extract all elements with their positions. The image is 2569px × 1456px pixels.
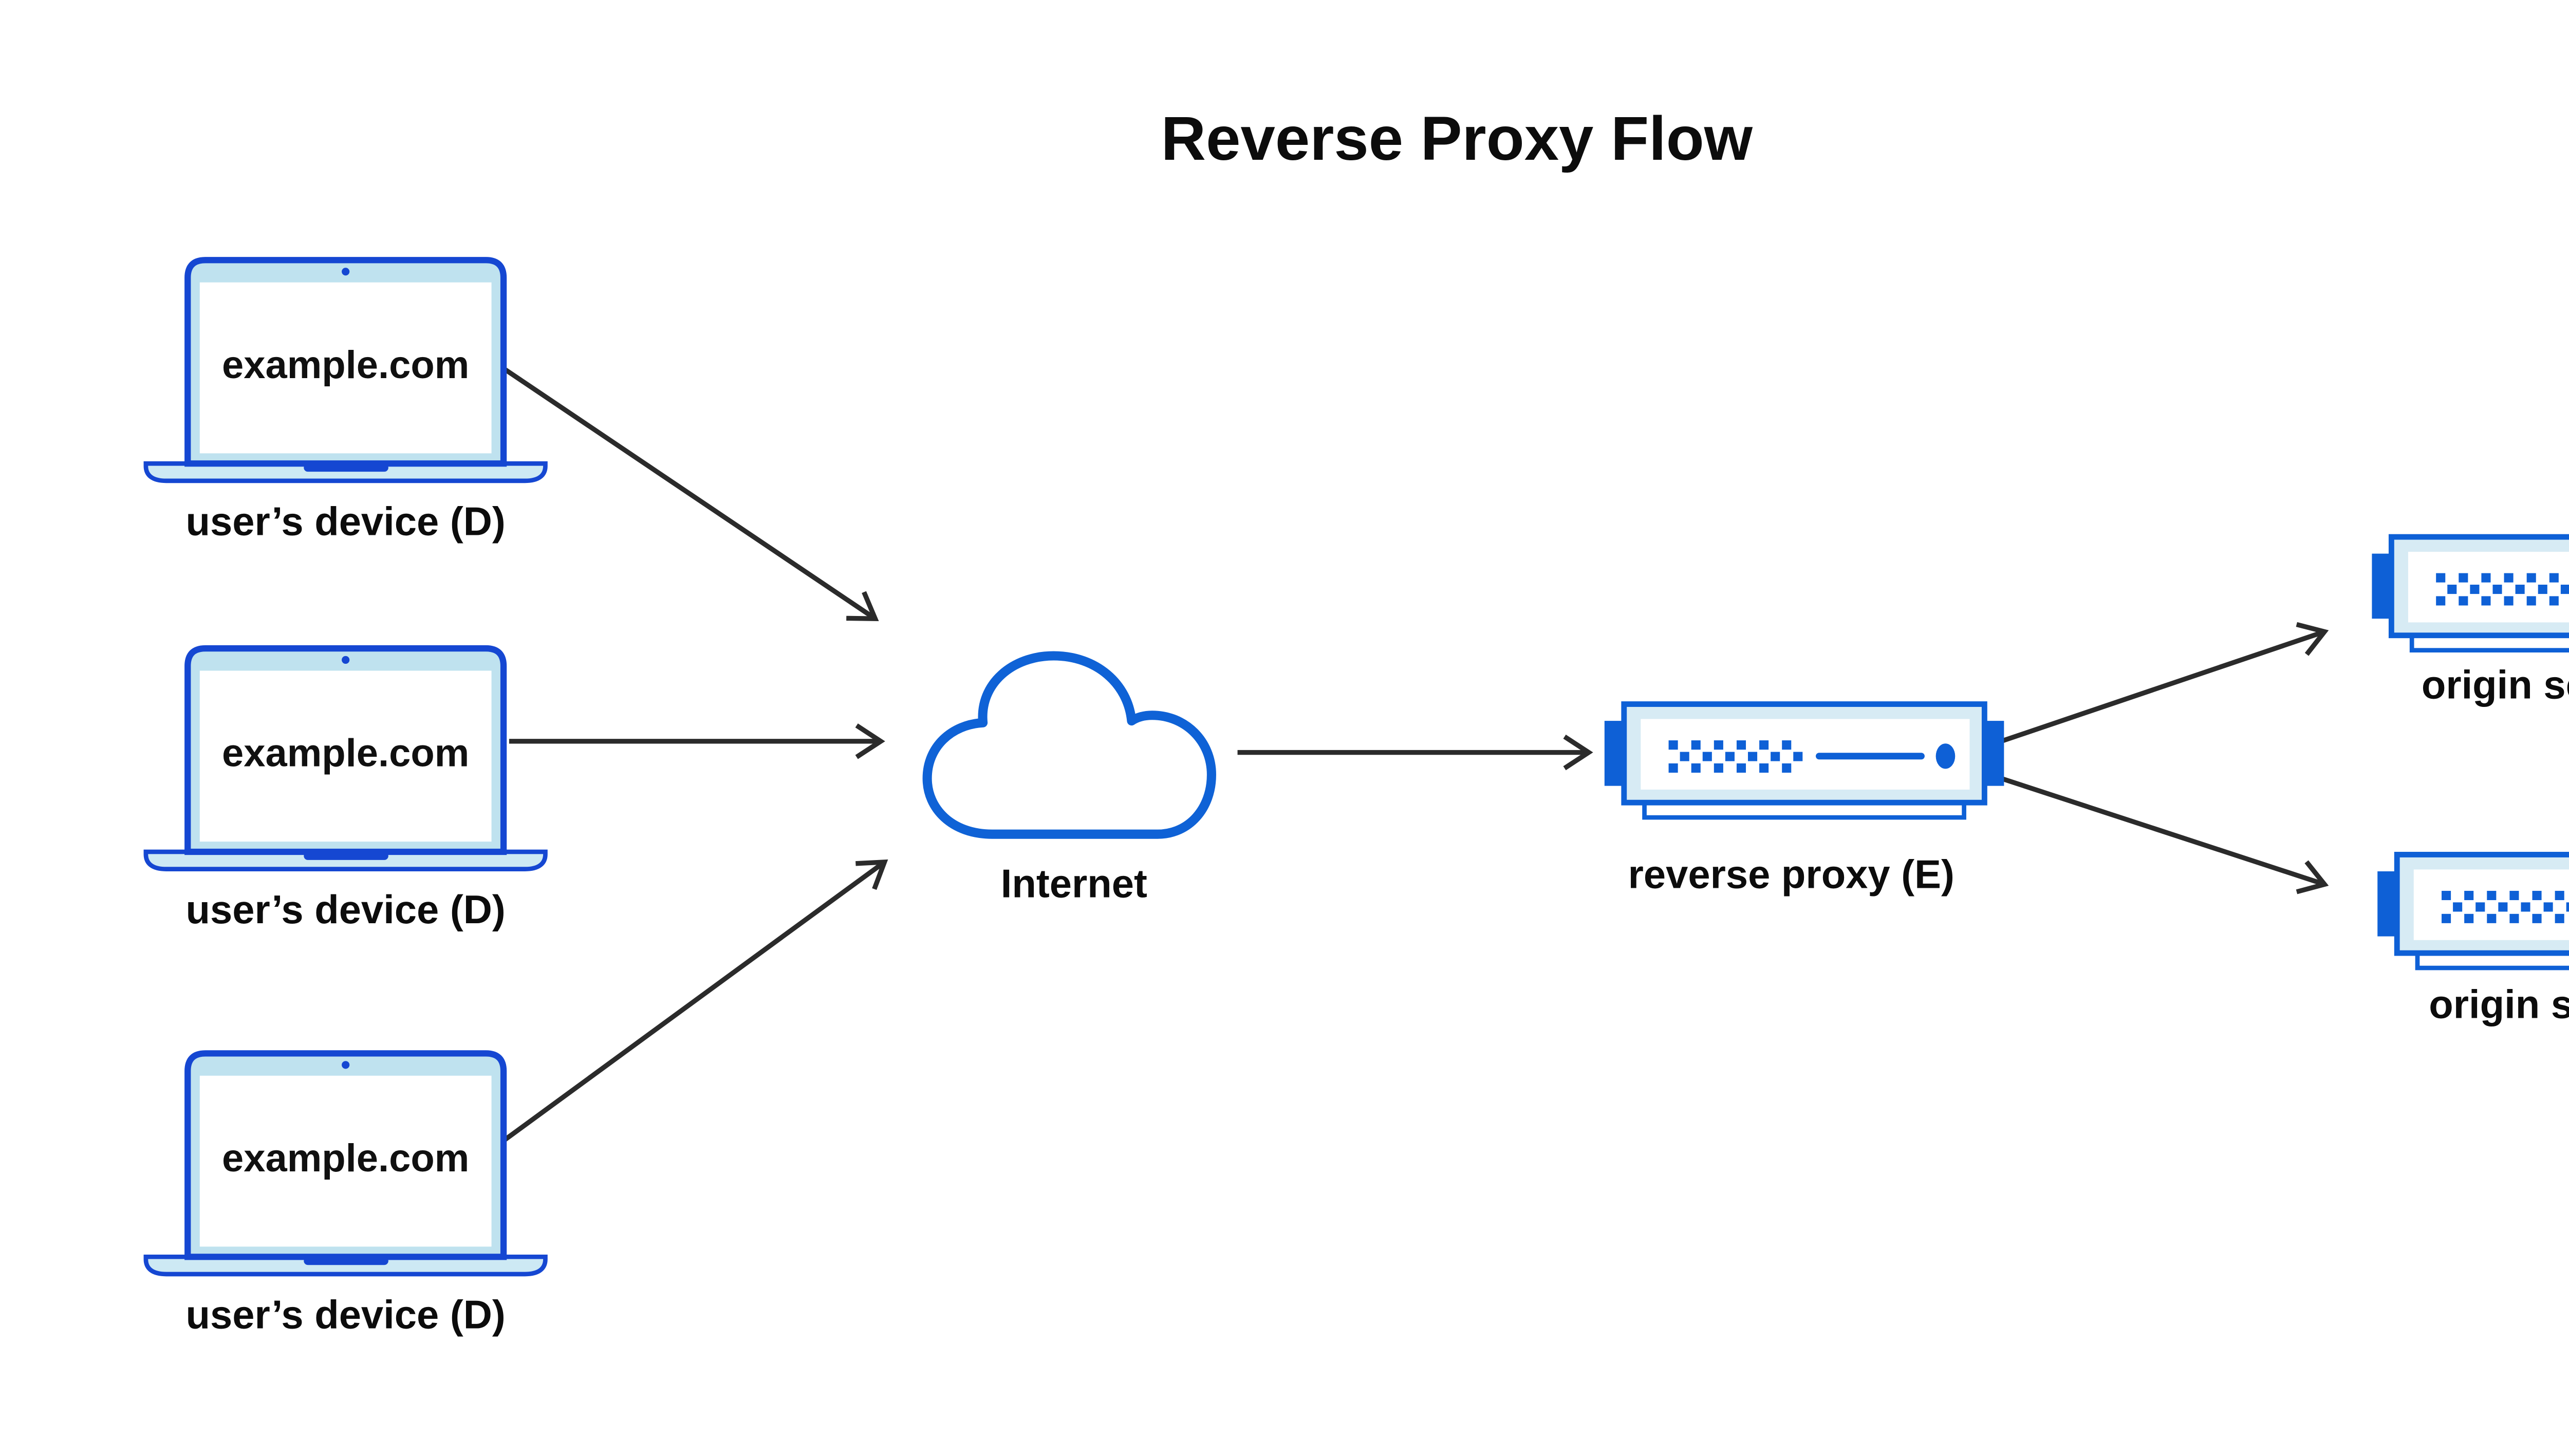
device-screen-text: example.com bbox=[222, 1136, 469, 1180]
cloud-icon bbox=[922, 651, 1216, 839]
flow-arrows bbox=[502, 367, 2329, 1143]
page-title: Reverse Proxy Flow bbox=[1161, 103, 1753, 173]
reverse-proxy-label: reverse proxy (E) bbox=[1628, 853, 1954, 897]
origin-server-1: origin server (F) bbox=[2372, 537, 2569, 707]
device-screen-text: example.com bbox=[222, 343, 469, 387]
arrow-device3-to-internet bbox=[502, 859, 888, 1143]
device-label: user’s device (D) bbox=[186, 1293, 506, 1337]
arrow-proxy-to-origin2 bbox=[1995, 774, 2329, 894]
device-label: user’s device (D) bbox=[186, 499, 506, 544]
internet-node: Internet bbox=[922, 651, 1216, 906]
reverse-proxy-node: reverse proxy (E) bbox=[1605, 704, 2004, 897]
origin-server-2: origin server (F) bbox=[2377, 854, 2569, 1027]
user-device-1: example.com user’s device (D) bbox=[146, 260, 546, 544]
origin-server-label: origin server (F) bbox=[2429, 983, 2569, 1027]
device-screen-text: example.com bbox=[222, 732, 469, 775]
user-device-3: example.com user’s device (D) bbox=[146, 1053, 546, 1337]
origin-server-label: origin server (F) bbox=[2422, 663, 2569, 707]
server-icon bbox=[2372, 537, 2569, 650]
internet-label: Internet bbox=[1001, 862, 1147, 906]
arrow-proxy-to-origin1 bbox=[1995, 622, 2329, 745]
device-label: user’s device (D) bbox=[186, 888, 506, 932]
arrow-device1-to-internet bbox=[504, 367, 879, 621]
user-device-2: example.com user’s device (D) bbox=[146, 648, 546, 932]
server-icon bbox=[2377, 854, 2569, 968]
server-icon bbox=[1605, 704, 2004, 818]
